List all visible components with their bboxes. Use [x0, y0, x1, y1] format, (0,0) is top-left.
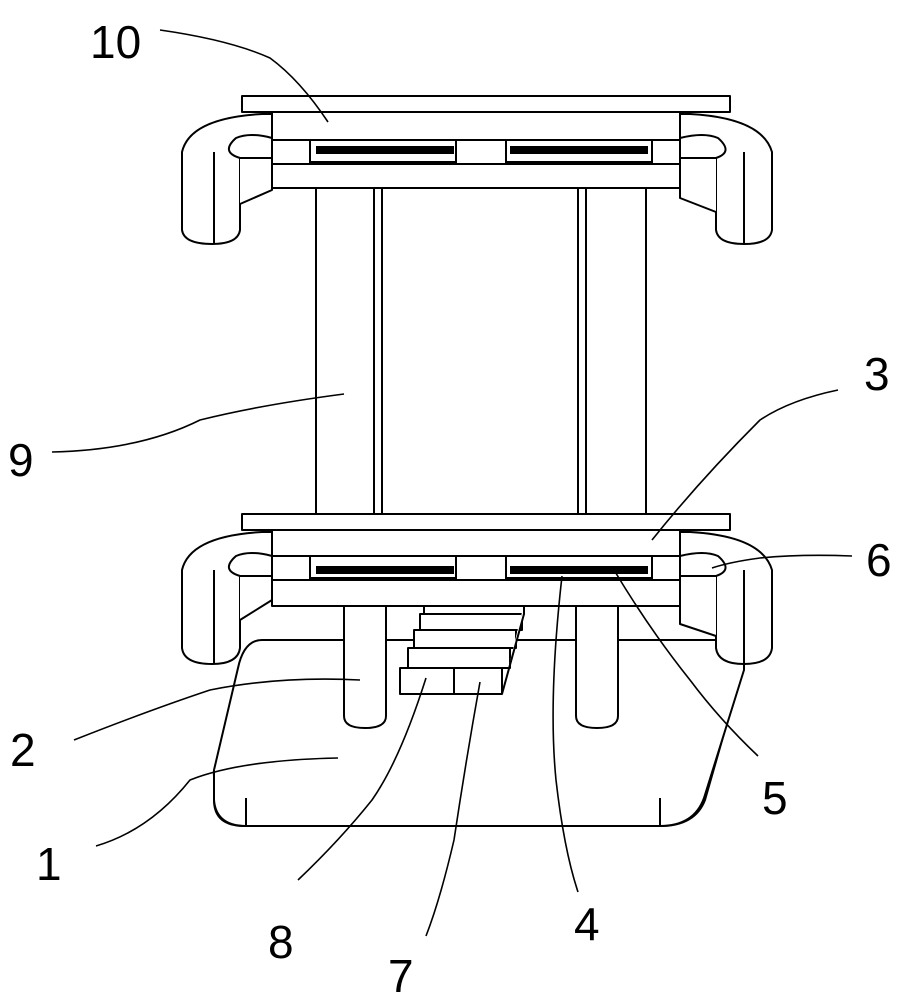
leader-7: [425, 681, 481, 937]
label-5: 5: [762, 772, 788, 824]
lower-frame: [181, 513, 773, 665]
label-1: 1: [36, 838, 62, 890]
label-6: 6: [866, 534, 892, 586]
step-block: [399, 603, 525, 695]
upper-frame: [181, 95, 773, 245]
leader-4: [552, 575, 579, 893]
reference-numerals: 10 9 3 6 2 1 5 4 8 7: [8, 16, 892, 1000]
label-10: 10: [90, 16, 141, 68]
leader-3: [651, 389, 839, 541]
leader-1: [95, 757, 339, 847]
support-posts: [343, 600, 619, 729]
label-7: 7: [388, 950, 414, 1000]
label-9: 9: [8, 434, 34, 486]
label-8: 8: [268, 916, 294, 968]
label-2: 2: [10, 724, 36, 776]
leader-5: [613, 569, 759, 757]
label-4: 4: [574, 898, 600, 950]
label-3: 3: [864, 348, 890, 400]
leader-9: [51, 393, 345, 453]
leader-10: [159, 29, 329, 123]
leader-6: [711, 554, 853, 569]
leader-lines: [51, 29, 853, 937]
leader-8: [297, 677, 427, 881]
vertical-rails: [315, 185, 647, 531]
leader-2: [73, 678, 361, 741]
